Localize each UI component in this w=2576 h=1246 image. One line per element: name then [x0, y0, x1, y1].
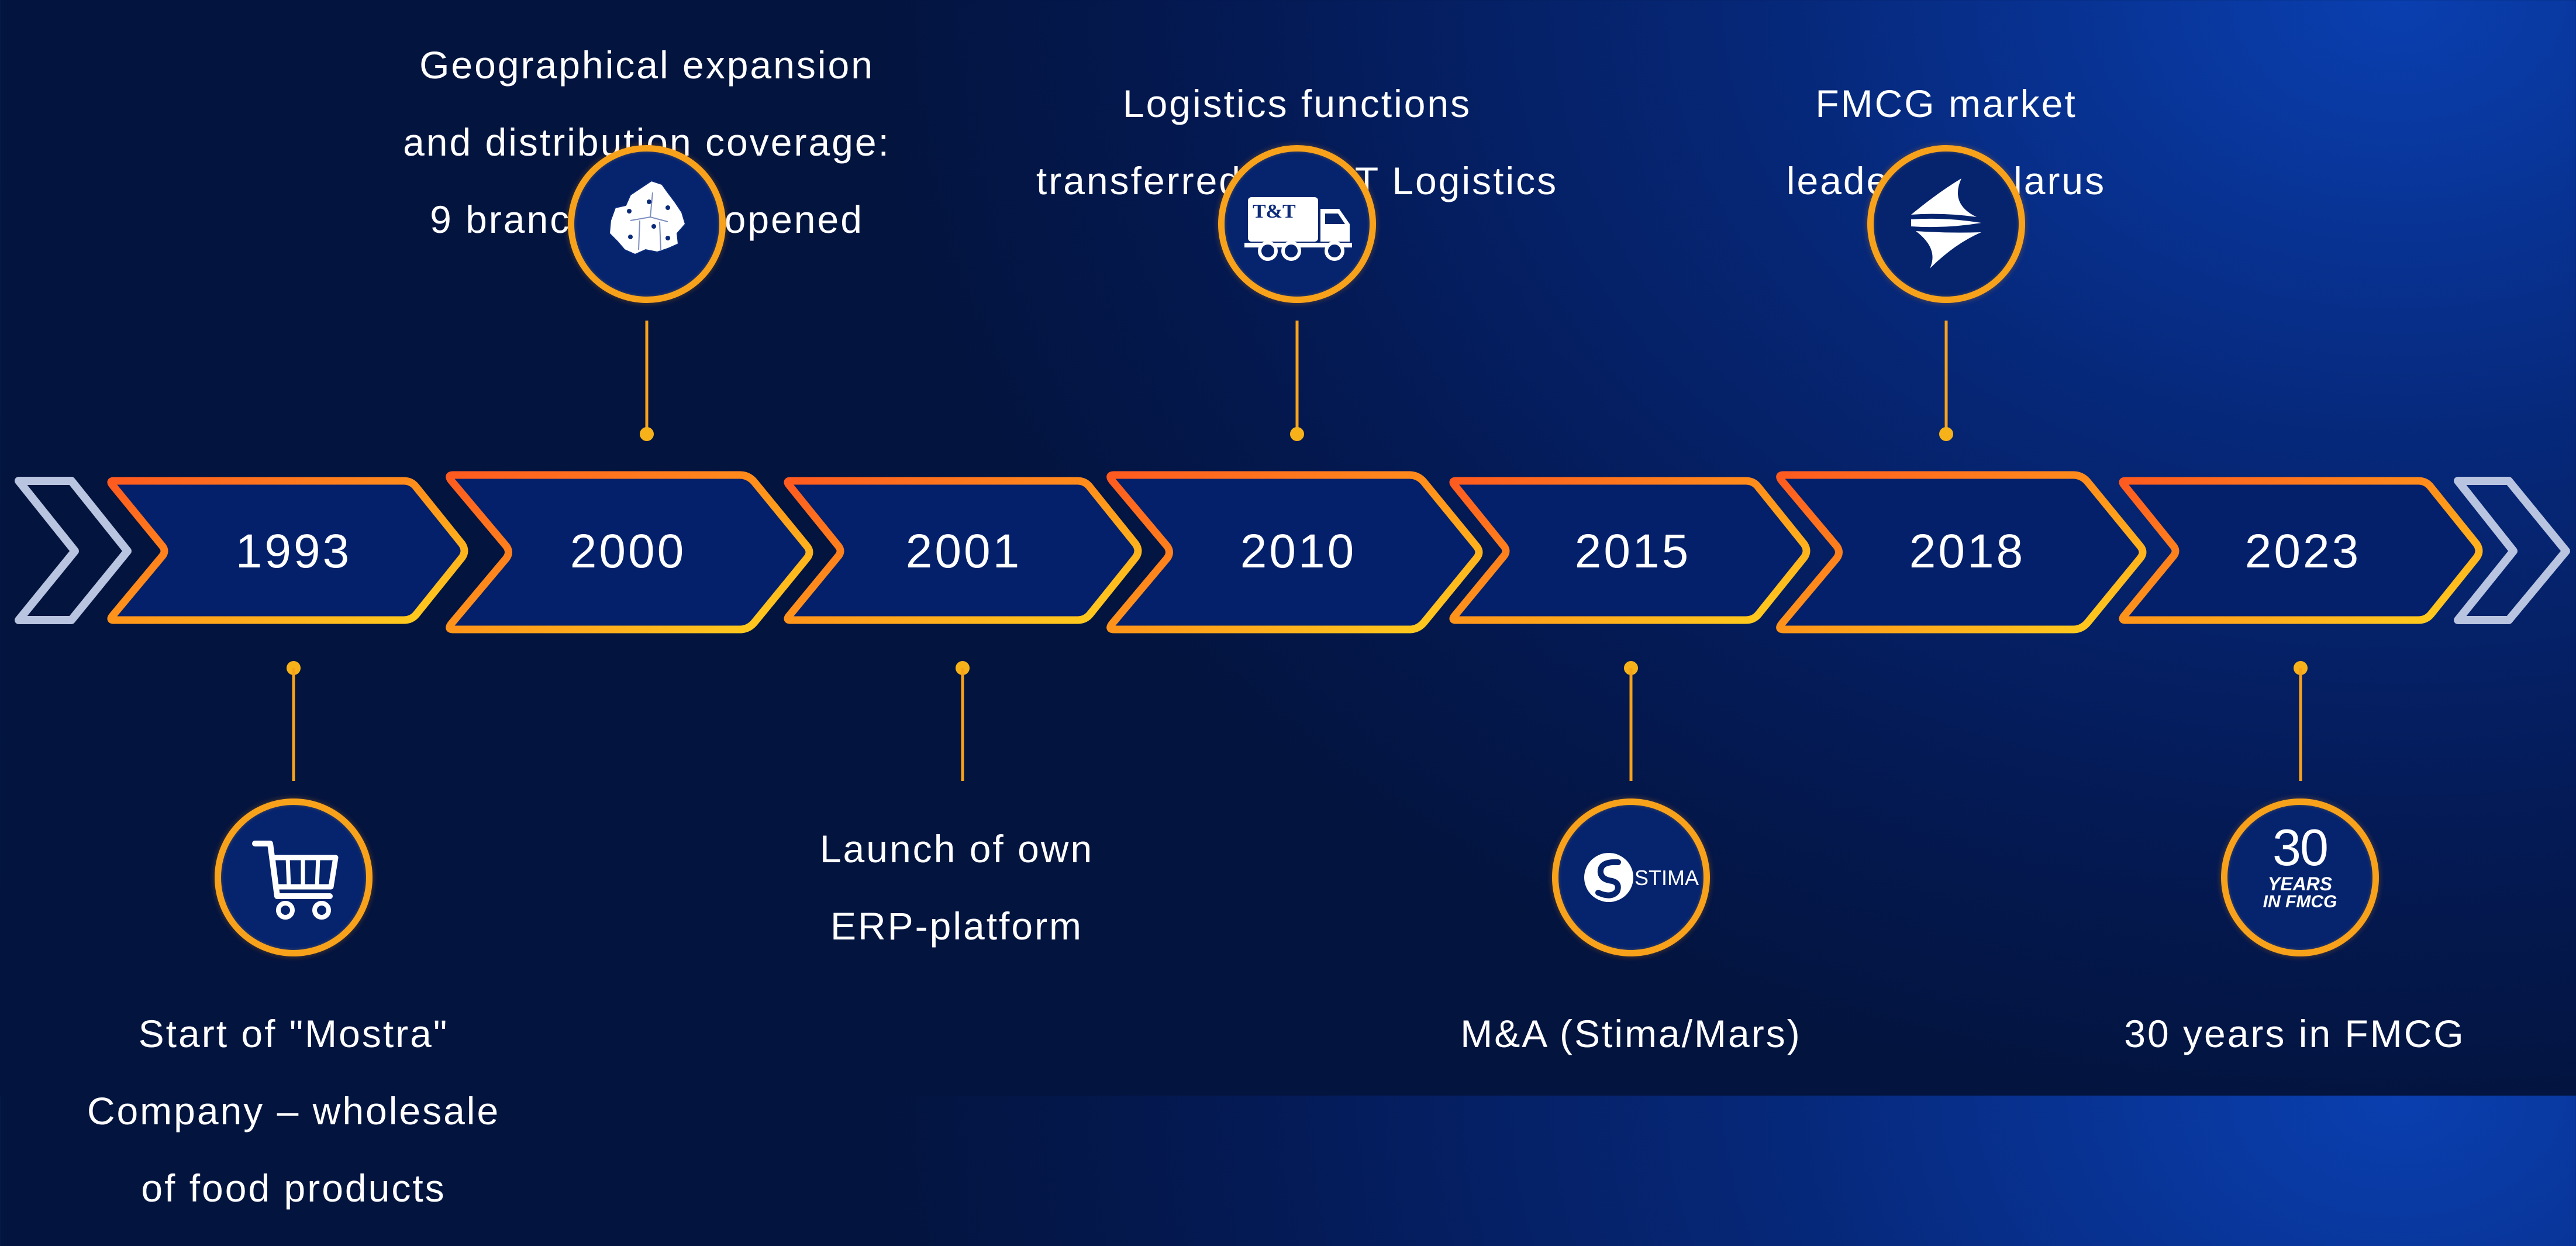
arrow-1993 [107, 477, 468, 624]
start-chevron [15, 477, 132, 624]
caption-2000-line1: Geographical expansion [419, 43, 874, 87]
caption-1993: Start of "Mostra" Company – wholesale of… [1, 976, 586, 1246]
arrow-2001 [784, 477, 1142, 624]
connector-2018 [1939, 321, 1953, 441]
badge-line1: YEARS [2267, 873, 2333, 894]
timeline-graphic [15, 321, 2570, 781]
arrow-2015 [1449, 477, 1811, 624]
caption-1993-line2: Company – wholesale [87, 1089, 501, 1133]
year-label-2018: 2018 [1909, 525, 2026, 578]
caption-2001: Launch of own ERP-platform [664, 791, 1249, 984]
arrow-2023 [2119, 477, 2483, 624]
year-label-2000: 2000 [570, 525, 687, 578]
badge-number: 30 [2272, 818, 2329, 876]
connector-1993 [287, 661, 301, 781]
caption-2015-line1: M&A (Stima/Mars) [1460, 1012, 1802, 1055]
truck-label: T&T [1253, 201, 1296, 222]
connector-2010 [1290, 321, 1304, 441]
caption-2023-line1: 30 years in FMCG [2124, 1012, 2465, 1055]
stima-logo-text: STIMA [1634, 866, 1699, 890]
arrow-2018 [1776, 471, 2147, 634]
caption-2001-line1: Launch of own [819, 827, 1094, 870]
30-years-badge-icon: 30 YEARS IN FMCG [2221, 798, 2379, 956]
caption-2010-line2: transferred to T&T Logistics [1036, 159, 1558, 202]
year-label-2023: 2023 [2244, 525, 2361, 578]
connector-2023 [2294, 661, 2308, 781]
belarus-map-icon [568, 145, 726, 303]
caption-2023: 30 years in FMCG [2002, 976, 2576, 1092]
caption-2001-line2: ERP-platform [830, 904, 1084, 948]
stima-logo-icon: STIMA [1552, 798, 1710, 956]
year-label-2010: 2010 [1240, 525, 1357, 578]
year-label-2001: 2001 [905, 525, 1022, 578]
truck-icon: T&T [1218, 145, 1376, 303]
connector-2000 [640, 321, 654, 441]
badge-line2: IN FMCG [2263, 892, 2337, 911]
caption-1993-line3: of food products [141, 1166, 446, 1210]
caption-2000-line2: and distribution coverage: [403, 121, 891, 164]
caption-1993-line1: Start of "Mostra" [138, 1012, 449, 1055]
year-label-1993: 1993 [235, 525, 352, 578]
arrow-2000 [446, 471, 813, 634]
caption-2018-line1: FMCG market [1815, 82, 2077, 125]
company-logo-icon [1867, 145, 2025, 303]
caption-2010: Logistics functions transferred to T&T L… [1005, 46, 1589, 239]
end-chevron [2454, 477, 2570, 624]
arrow-2010 [1106, 471, 1483, 634]
connector-2015 [1624, 661, 1638, 781]
year-label-2015: 2015 [1574, 525, 1691, 578]
shopping-cart-icon [215, 798, 373, 956]
connector-2001 [956, 661, 970, 781]
caption-2010-line1: Logistics functions [1122, 82, 1472, 125]
caption-2015: M&A (Stima/Mars) [1339, 976, 1923, 1092]
